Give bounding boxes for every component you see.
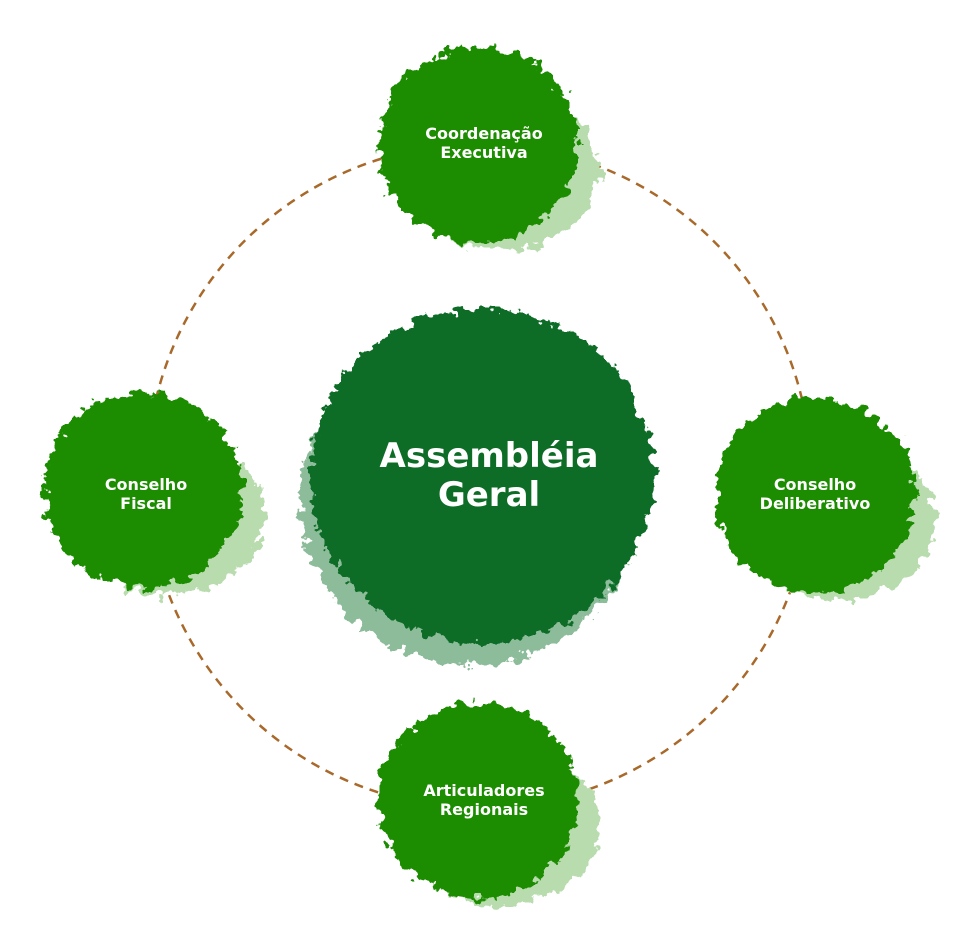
top-node-blob — [378, 47, 578, 243]
node-conselho-deliberativo: Conselho Deliberativo — [760, 475, 871, 513]
center-label-line1: Assembléia — [379, 435, 599, 476]
node-label-line2: Regionais — [439, 800, 529, 819]
node-label-line1: Conselho — [104, 474, 188, 494]
right-node-blob — [715, 397, 915, 593]
bottom-node-blob — [378, 702, 578, 898]
center-blob — [310, 308, 654, 644]
node-conselho-fiscal: Conselho Fiscal — [105, 475, 187, 513]
node-label-line1: Articuladores — [423, 780, 545, 800]
node-articuladores-regionais: Articuladores Regionais — [423, 781, 544, 819]
node-label-line2: Deliberativo — [759, 494, 871, 513]
node-label-line1: Conselho — [773, 474, 857, 494]
center-node-assembleia-geral: Assembléia Geral — [379, 435, 599, 515]
node-label-line2: Fiscal — [120, 494, 172, 513]
left-node-blob — [43, 392, 243, 588]
node-label-line2: Executiva — [440, 143, 528, 162]
node-coordenacao-executiva: Coordenação Executiva — [425, 124, 542, 162]
node-label-line1: Coordenação — [425, 123, 543, 143]
center-label-line2: Geral — [437, 475, 541, 515]
